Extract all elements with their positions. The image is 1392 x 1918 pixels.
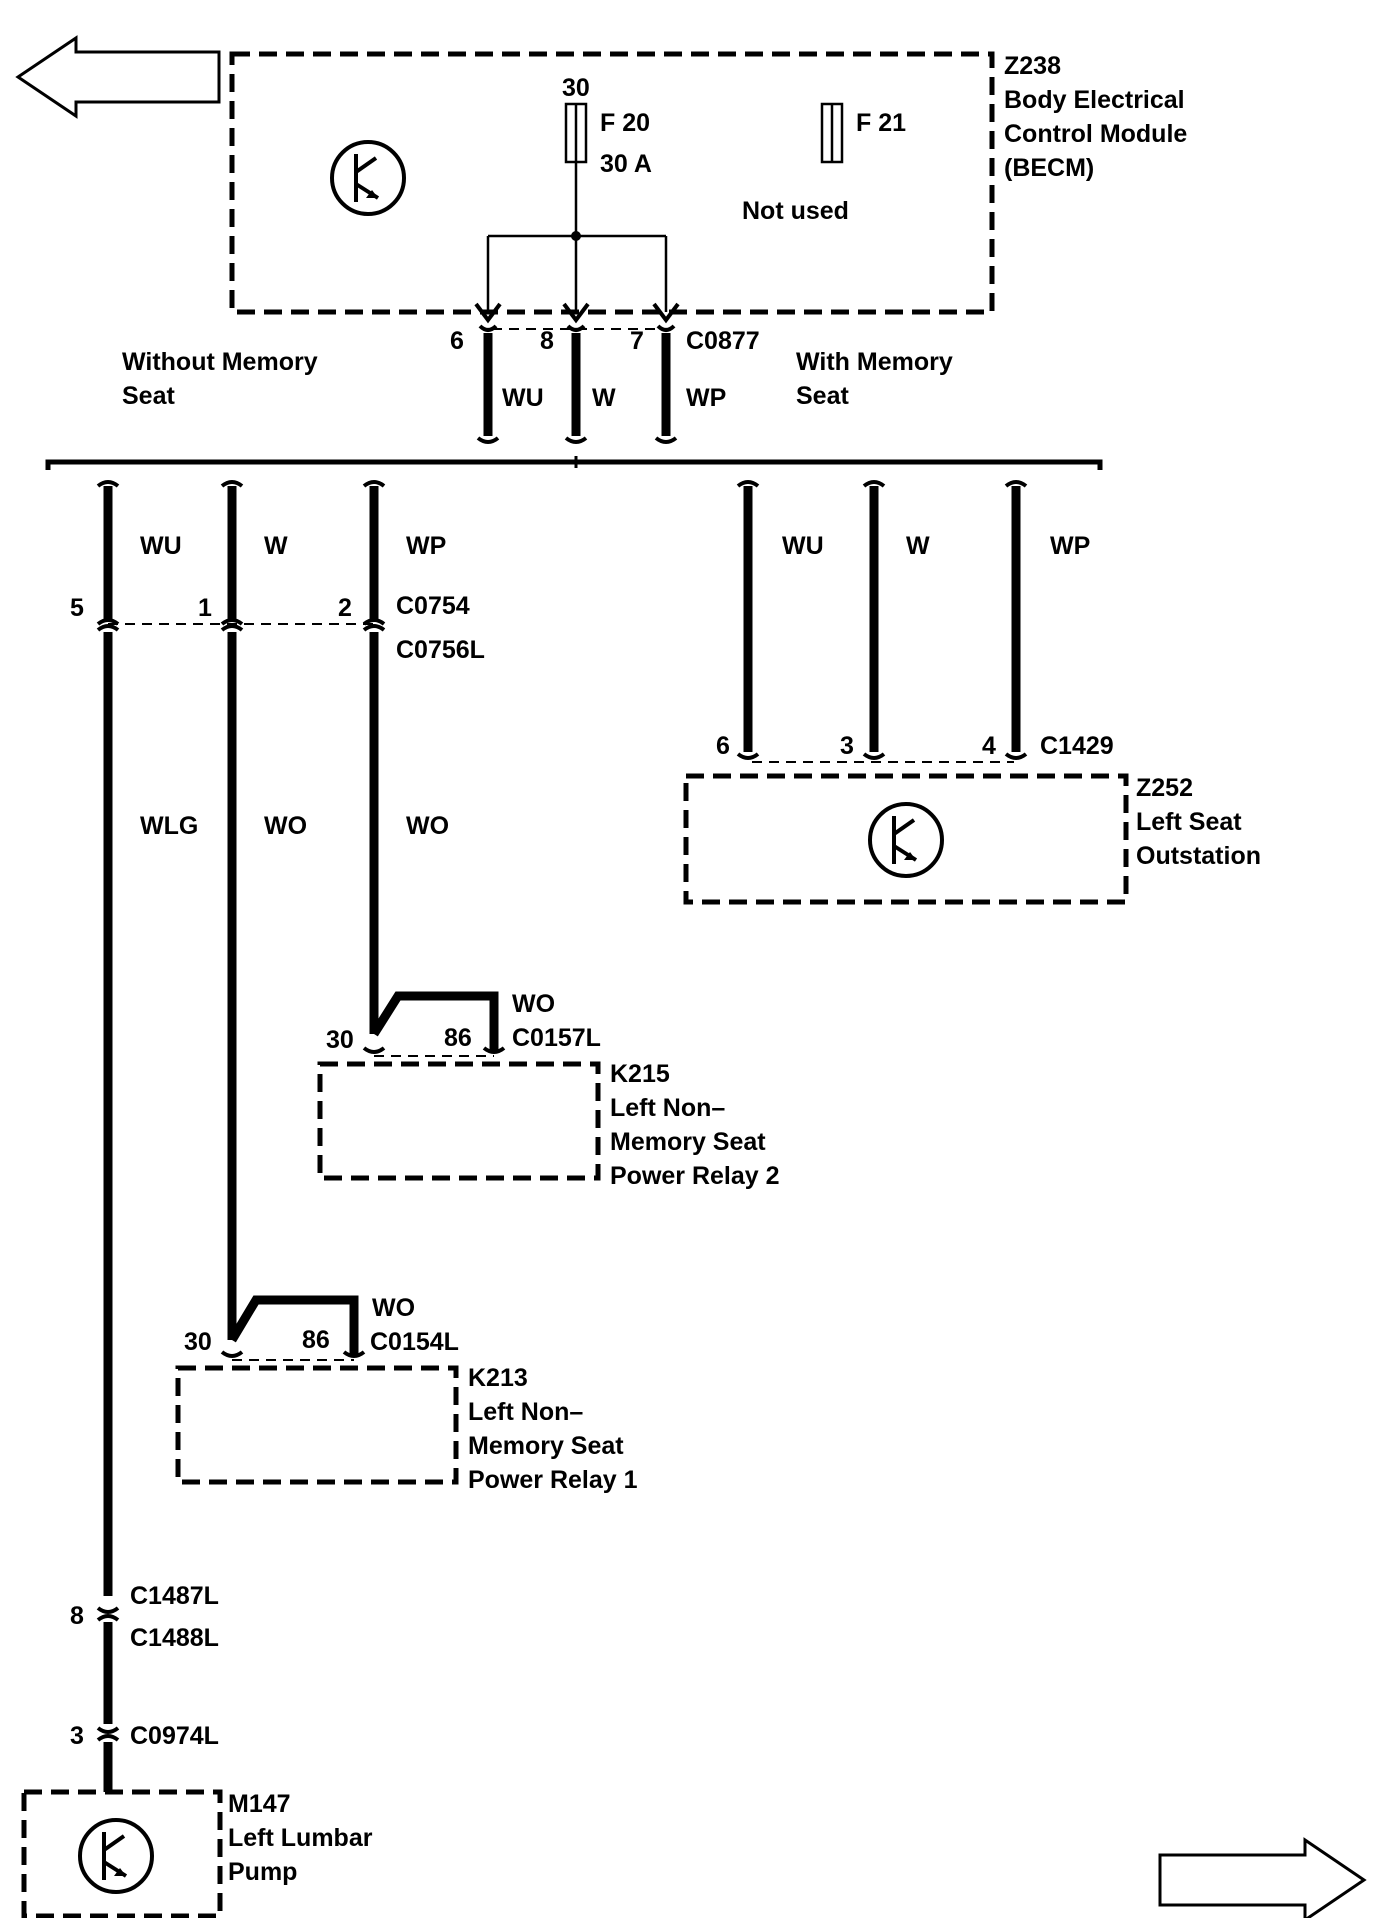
next-page-arrow-icon[interactable] bbox=[1158, 1837, 1367, 1918]
k215-id: K215 bbox=[610, 1060, 670, 1088]
c0756l-label: C0756L bbox=[396, 636, 485, 664]
with-memory-seat-line-1: With Memory bbox=[796, 348, 953, 376]
becm-outline bbox=[229, 51, 995, 315]
c0877-pin-7: 7 bbox=[630, 327, 644, 355]
becm-id: Z238 bbox=[1004, 52, 1061, 80]
m147-pump-icon bbox=[78, 1818, 154, 1894]
left-wire-wp-label: WP bbox=[406, 532, 446, 560]
k213-pin-30: 30 bbox=[184, 1328, 212, 1356]
becm-name-line-2: Control Module bbox=[1004, 120, 1187, 148]
previous-page-arrow-icon[interactable] bbox=[15, 35, 221, 119]
c0877-pin-6: 6 bbox=[450, 327, 464, 355]
fuse-f20-label: F 20 bbox=[600, 109, 650, 137]
k213-pin-86: 86 bbox=[302, 1326, 330, 1354]
k213-id: K213 bbox=[468, 1364, 528, 1392]
fuse-f20-rating: 30 A bbox=[600, 150, 652, 178]
becm-name-line-3: (BECM) bbox=[1004, 154, 1094, 182]
fuse-supply-label: 30 bbox=[562, 74, 590, 102]
left-wire-w-label: W bbox=[264, 532, 288, 560]
c1429-pin-3: 3 bbox=[840, 732, 854, 760]
variant-split-bar bbox=[45, 459, 1103, 470]
c0157l-label: C0157L bbox=[512, 1024, 601, 1052]
k215-pin-30: 30 bbox=[326, 1026, 354, 1054]
c0154l-label: C0154L bbox=[370, 1328, 459, 1356]
lumbar-line-connectors: 8 C1487L C1488L 3 C0974L bbox=[70, 1582, 219, 1792]
m147-name-line-1: Left Lumbar bbox=[228, 1824, 373, 1852]
left-wire-wu-label: WU bbox=[140, 532, 182, 560]
m147-outline bbox=[21, 1789, 223, 1918]
c0754-pin-1: 1 bbox=[198, 594, 212, 622]
z252-module: Z252 Left Seat Outstation bbox=[683, 773, 1261, 905]
right-wire-wu-label: WU bbox=[782, 532, 824, 560]
c1429-pin-4: 4 bbox=[982, 732, 996, 760]
fuse-f21-label: F 21 bbox=[856, 109, 906, 137]
k215-name-line-2: Memory Seat bbox=[610, 1128, 766, 1156]
right-wire-w-label: W bbox=[906, 532, 930, 560]
m147-id: M147 bbox=[228, 1790, 291, 1818]
k213-name-line-3: Power Relay 1 bbox=[468, 1466, 638, 1494]
wire-wo-label-2: WO bbox=[406, 812, 449, 840]
k215-wire-label: WO bbox=[512, 990, 555, 1018]
m147-name-line-2: Pump bbox=[228, 1858, 297, 1886]
wire-wo-label-1: WO bbox=[264, 812, 307, 840]
c0754-pin-5: 5 bbox=[70, 594, 84, 622]
becm-module: 30 F 20 30 A F 21 Not used Z238 Body Ele… bbox=[229, 51, 1187, 324]
c0754-pin-2: 2 bbox=[338, 594, 352, 622]
z252-name-line-2: Outstation bbox=[1136, 842, 1261, 870]
c1487l-label: C1487L bbox=[130, 1582, 219, 1610]
c1429-pin-6: 6 bbox=[716, 732, 730, 760]
c1488l-label: C1488L bbox=[130, 1624, 219, 1652]
becm-module-icon bbox=[330, 140, 406, 216]
c0877-label: C0877 bbox=[686, 327, 760, 355]
k213-outline bbox=[175, 1365, 459, 1485]
k215-relay: WO C0157L 30 86 K215 Left Non– Memory Se… bbox=[317, 990, 780, 1190]
without-memory-seat-line-2: Seat bbox=[122, 382, 175, 410]
c0877-pin-8: 8 bbox=[540, 327, 554, 355]
right-branch-wiring: WU W WP 6 3 4 C1429 bbox=[716, 480, 1114, 763]
k215-name-line-1: Left Non– bbox=[610, 1094, 725, 1122]
k213-relay: WO C0154L 30 86 K213 Left Non– Memory Se… bbox=[175, 1294, 638, 1494]
z252-outline bbox=[683, 773, 1129, 905]
c1487l-pin-8: 8 bbox=[70, 1602, 84, 1630]
k213-wire-label: WO bbox=[372, 1294, 415, 1322]
right-wire-wp-label: WP bbox=[1050, 532, 1090, 560]
wire-wu-label: WU bbox=[502, 384, 544, 412]
wire-wp-label: WP bbox=[686, 384, 726, 412]
k215-outline bbox=[317, 1061, 601, 1181]
c0974l-pin-3: 3 bbox=[70, 1722, 84, 1750]
z252-id: Z252 bbox=[1136, 774, 1193, 802]
c1429-label: C1429 bbox=[1040, 732, 1114, 760]
m147-pump: M147 Left Lumbar Pump bbox=[21, 1789, 373, 1918]
left-branch-wiring: WU W WP 5 1 2 C0754 C0756L WLG WO WO bbox=[70, 480, 485, 1596]
with-memory-seat-line-2: Seat bbox=[796, 382, 849, 410]
wire-w-label: W bbox=[592, 384, 616, 412]
becm-name-line-1: Body Electrical bbox=[1004, 86, 1185, 114]
without-memory-seat-line-1: Without Memory bbox=[122, 348, 318, 376]
z252-module-icon bbox=[868, 802, 944, 878]
c0974l-label: C0974L bbox=[130, 1722, 219, 1750]
k215-pin-86: 86 bbox=[444, 1024, 472, 1052]
k213-name-line-1: Left Non– bbox=[468, 1398, 583, 1426]
k213-name-line-2: Memory Seat bbox=[468, 1432, 624, 1460]
c0754-label: C0754 bbox=[396, 592, 470, 620]
k215-name-line-3: Power Relay 2 bbox=[610, 1162, 780, 1190]
fuse-f21-not-used: Not used bbox=[742, 197, 849, 225]
wire-wlg-label: WLG bbox=[140, 812, 198, 840]
z252-name-line-1: Left Seat bbox=[1136, 808, 1242, 836]
connector-c0877: 6 8 7 C0877 WU W WP bbox=[450, 324, 760, 444]
